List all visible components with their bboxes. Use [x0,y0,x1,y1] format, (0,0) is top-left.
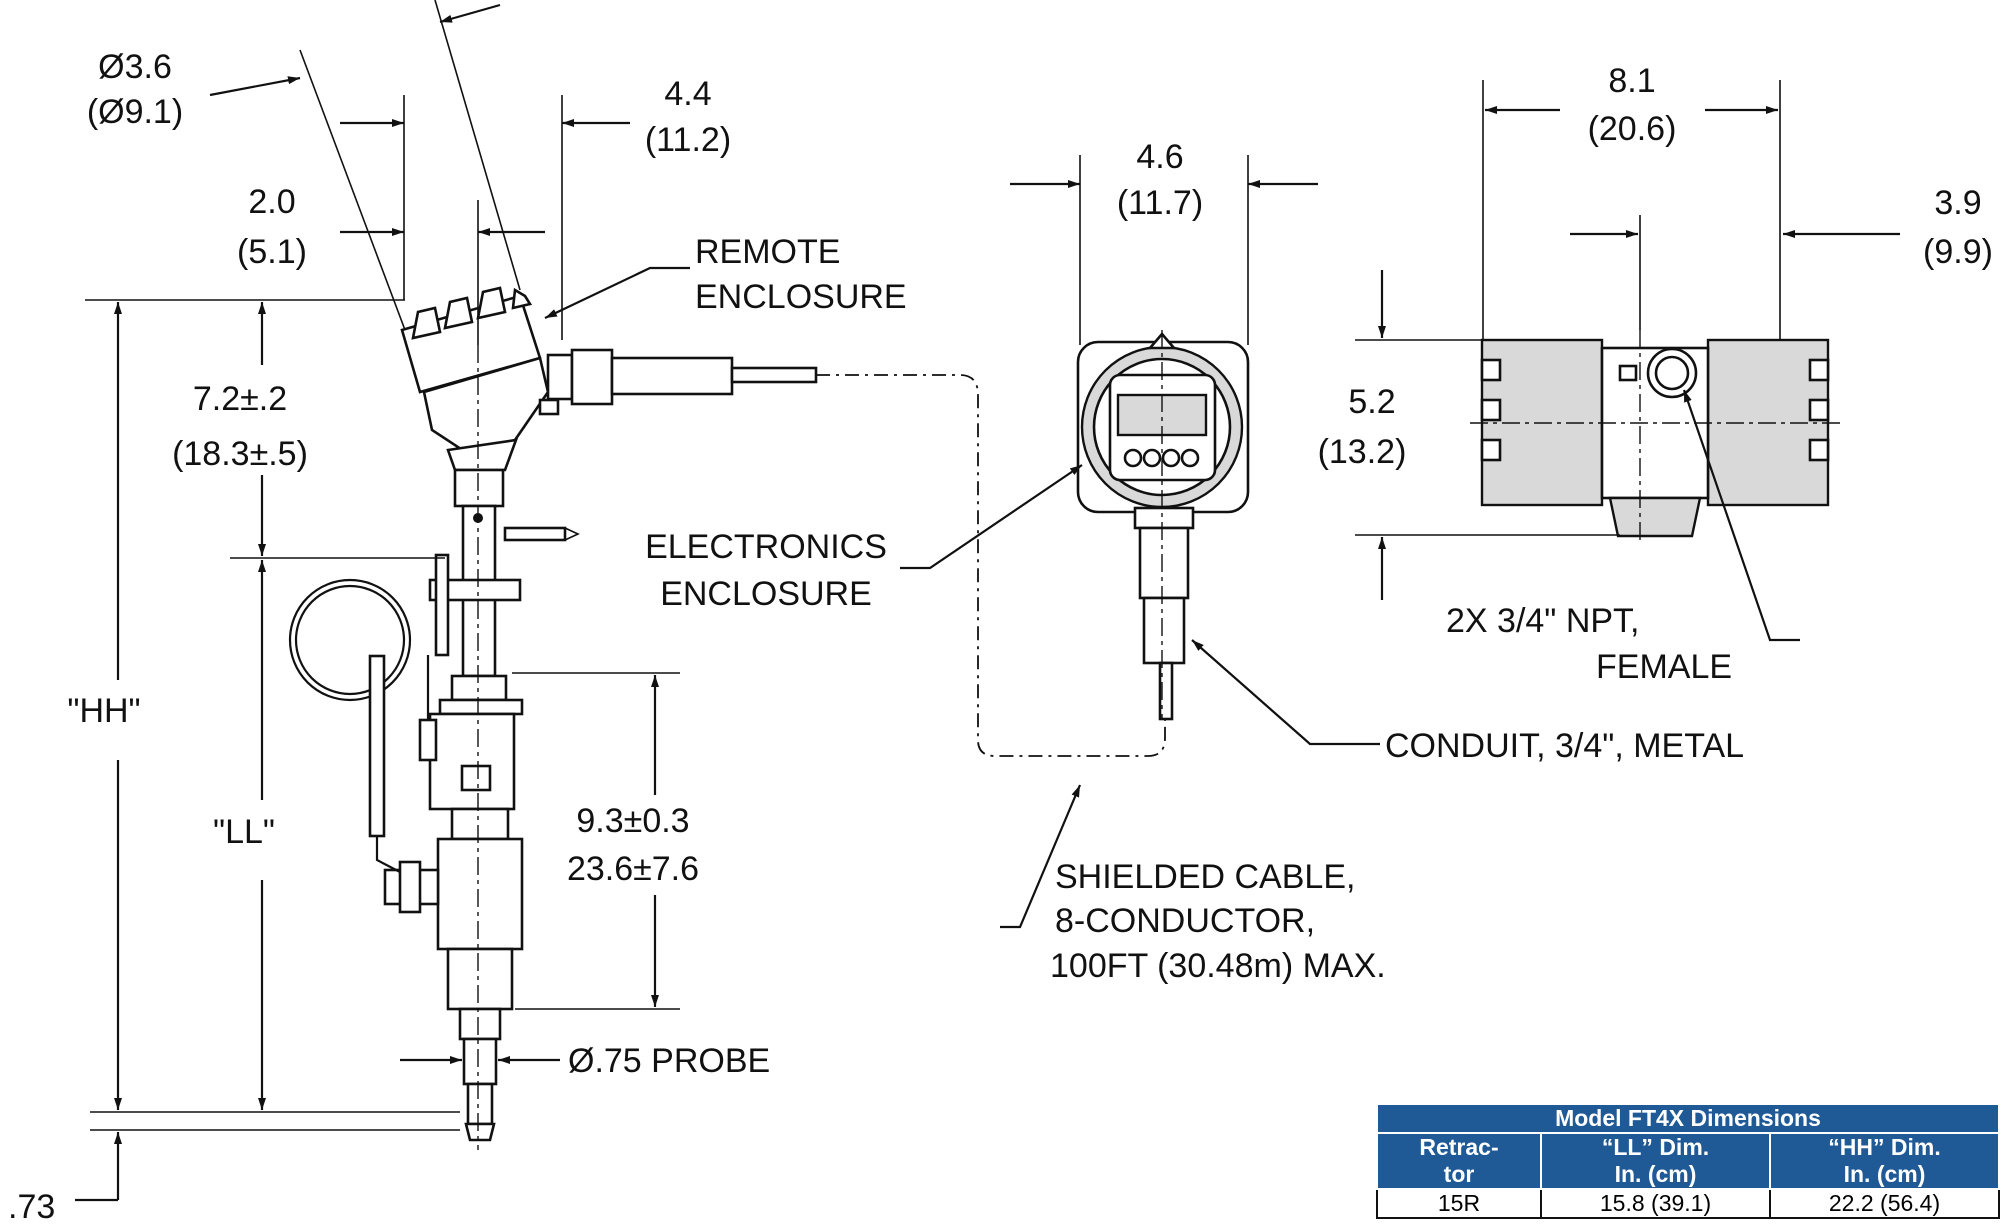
dim-2-0-cm: (5.1) [237,233,307,271]
capillary-loop [288,553,450,873]
dim-5-2-in: 5.2 [1348,383,1395,421]
table-header-ll: “LL” Dim. In. (cm) [1540,1132,1771,1190]
shielded-cable-label-2: 8-CONDUCTOR, [1055,902,1315,940]
dim-73-label: .73 [8,1188,55,1226]
dia-label-cm: (Ø9.1) [87,93,183,131]
electronics-enclosure-front [1076,330,1250,721]
dim-8-1-cm: (20.6) [1588,110,1677,148]
table-header-retractor: Retrac- tor [1376,1132,1542,1190]
header-line: Retrac- [1419,1134,1499,1160]
shielded-cable-label-3: 100FT (30.48m) MAX. [1050,947,1386,985]
electronics-enclosure-side [1470,330,1840,545]
header-line: In. (cm) [1843,1161,1926,1187]
probe-label: Ø.75 PROBE [568,1042,770,1080]
electronics-dimension-lines [900,155,1380,929]
remote-sensor-assembly [75,0,1166,1202]
ll-label: "LL" [213,813,275,851]
dim-9-3-in: 9.3±0.3 [576,802,689,840]
shielded-cable-path [816,374,1166,757]
side-dimension-lines [1355,80,1900,642]
header-line: tor [1443,1161,1475,1187]
table-row: 15R 15.8 (39.1) 22.2 (56.4) [1376,1188,2000,1219]
header-line: “LL” Dim. [1601,1134,1710,1160]
remote-enclosure-label-2: ENCLOSURE [695,278,907,316]
dim-9-3-cm: 23.6±7.6 [567,850,699,888]
dim-3-9-cm: (9.9) [1923,233,1993,271]
table-header-hh: “HH” Dim. In. (cm) [1769,1132,2000,1190]
dim-4-6-in: 4.6 [1136,138,1183,176]
electronics-enclosure-label-1: ELECTRONICS [645,528,887,566]
hh-label: "HH" [67,692,140,730]
dimensions-table: Model FT4X Dimensions Retrac- tor “LL” D… [1376,1103,2000,1219]
table-cell-retractor: 15R [1376,1188,1542,1219]
conduit-label: CONDUIT, 3/4", METAL [1385,727,1744,765]
dim-5-2-cm: (13.2) [1318,433,1407,471]
dim-8-1-in: 8.1 [1608,62,1655,100]
dim-3-9-in: 3.9 [1934,184,1981,222]
electronics-enclosure-label-2: ENCLOSURE [660,575,872,613]
remote-enclosure-head [400,286,818,472]
table-title: Model FT4X Dimensions [1376,1103,2000,1134]
npt-label-1: 2X 3/4" NPT, [1446,602,1640,640]
dim-2-0-in: 2.0 [248,183,295,221]
table-cell-ll: 15.8 (39.1) [1540,1188,1771,1219]
shielded-cable-label-1: SHIELDED CABLE, [1055,858,1355,896]
header-line: In. (cm) [1614,1161,1697,1187]
dim-7-2-cm: (18.3±.5) [172,435,308,473]
dia-label-in: Ø3.6 [98,48,172,86]
dim-7-2-in: 7.2±.2 [193,380,287,418]
sensor-dimension-lines [75,0,690,1202]
dim-4-6-cm: (11.7) [1117,184,1203,222]
dim-4-4-cm: (11.2) [645,121,731,159]
dim-4-4-in: 4.4 [664,75,711,113]
npt-label-2: FEMALE [1596,648,1732,686]
probe-stem [383,345,580,1150]
table-cell-hh: 22.2 (56.4) [1769,1188,2000,1219]
header-line: “HH” Dim. [1828,1134,1941,1160]
remote-enclosure-label-1: REMOTE [695,233,840,271]
